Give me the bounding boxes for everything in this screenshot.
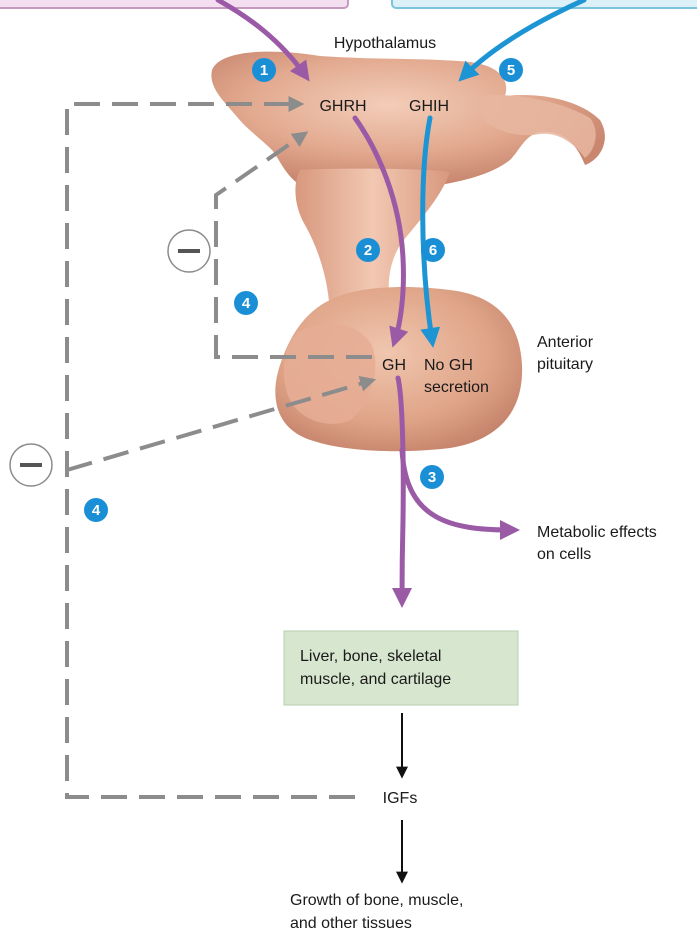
target-tissues-box: Liver, bone, skeletal muscle, and cartil… (284, 631, 518, 705)
step-number-4-long: 4 (92, 502, 101, 519)
step-badge-4-short: 4 (234, 291, 258, 315)
secretion-label: secretion (424, 379, 489, 396)
step-badge-4-long: 4 (84, 498, 108, 522)
arrow-gh-to-metabolic (402, 450, 512, 530)
inhibition-symbol-short-loop (168, 230, 210, 272)
target-tissues-line1: Liver, bone, skeletal (300, 648, 441, 665)
step-number-3: 3 (428, 469, 436, 486)
step-number-4-short: 4 (242, 295, 251, 312)
step-badge-3: 3 (420, 465, 444, 489)
step-number-5: 5 (507, 62, 515, 79)
metabolic-effects-label: Metabolic effects (537, 524, 657, 541)
target-tissues-line2: muscle, and cartilage (300, 671, 451, 688)
step-badge-6: 6 (421, 238, 445, 262)
growth-label-line2: and other tissues (290, 915, 412, 932)
step-number-6: 6 (429, 242, 437, 259)
inhibition-symbol-long-loop (10, 444, 52, 486)
anterior-label: Anterior (537, 334, 594, 351)
igfs-label: IGFs (383, 790, 418, 807)
ghih-label: GHIH (409, 98, 449, 115)
ghrh-label: GHRH (319, 98, 366, 115)
top-right-panel-edge (392, 0, 697, 8)
step-badge-5: 5 (499, 58, 523, 82)
step-badge-2: 2 (356, 238, 380, 262)
on-cells-label: on cells (537, 546, 591, 563)
gh-label: GH (382, 357, 406, 374)
step-badge-1: 1 (252, 58, 276, 82)
no-gh-label: No GH (424, 357, 473, 374)
step-number-2: 2 (364, 242, 372, 259)
pituitary-label: pituitary (537, 356, 593, 373)
step-number-1: 1 (260, 62, 268, 79)
hypothalamus-label: Hypothalamus (334, 35, 436, 52)
growth-label-line1: Growth of bone, muscle, (290, 892, 463, 909)
top-left-panel-edge (0, 0, 348, 8)
